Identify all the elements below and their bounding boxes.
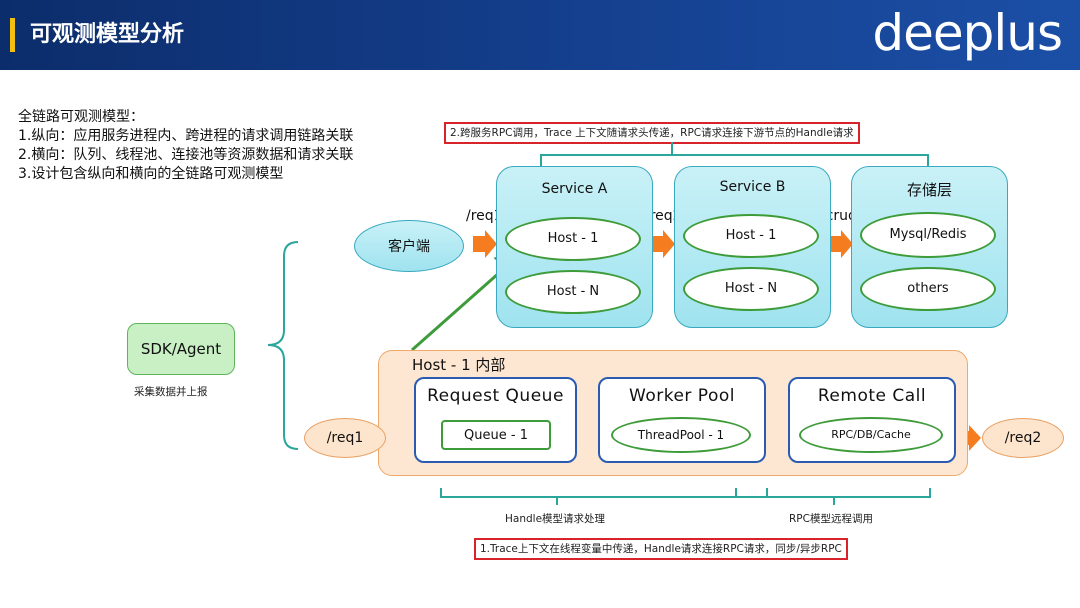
request-queue-block: Request Queue Queue - 1 [414,377,577,463]
page-title: 可观测模型分析 [30,22,185,47]
intro-line-1: 1.纵向：应用服务进程内、跨进程的请求调用链路关联 [18,128,354,144]
intro-text: 全链路可观测模型： 1.纵向：应用服务进程内、跨进程的请求调用链路关联 2.横向… [18,108,353,184]
service-b-host-n: Host - N [683,267,819,311]
handle-brace-label: Handle模型请求处理 [505,513,606,525]
request-queue-title: Request Queue [427,386,564,406]
intro-heading: 全链路可观测模型： [18,109,144,125]
handle-bracket [440,488,768,505]
queue-item: Queue - 1 [441,420,551,450]
top-note: 2.跨服务RPC调用，Trace 上下文随请求头传递，RPC请求连接下游节点的H… [444,122,860,144]
arrow-a-to-b [651,230,675,258]
path-label-req2: /req2 [645,208,682,224]
input-req1-node: /req1 [304,418,386,458]
service-a-host-n: Host - N [505,270,641,314]
service-b-host-1: Host - 1 [683,214,819,258]
service-a-title: Service A [541,181,608,197]
threadpool-item: ThreadPool - 1 [611,417,751,453]
service-b-title: Service B [719,179,786,195]
sdk-agent-node: SDK/Agent [127,323,235,375]
rpc-brace-label: RPC模型远程调用 [789,513,873,525]
storage-mysql-redis: Mysql/Redis [860,212,996,258]
intro-line-2: 2.横向：队列、线程池、连接池等资源数据和请求关联 [18,147,354,163]
left-brace [267,241,299,450]
service-b-box: Service B Host - 1 Host - N [674,166,831,328]
bottom-note: 1.Trace上下文在线程变量中传递，Handle请求连接RPC请求，同步/异步… [474,538,848,560]
storage-title: 存储层 [906,181,952,199]
intro-line-3: 3.设计包含纵向和横向的全链路可观测模型 [18,166,284,182]
storage-others: others [860,267,996,311]
client-node: 客户端 [354,220,464,272]
storage-box: 存储层 Mysql/Redis others [851,166,1008,328]
arrow-b-to-storage [829,230,853,258]
remote-call-block: Remote Call RPC/DB/Cache [788,377,956,463]
service-a-box: Service A Host - 1 Host - N [496,166,653,328]
output-req2-node: /req2 [982,418,1064,458]
arrow-client-to-a [473,230,497,258]
deeplus-logo: deeplus [872,4,1063,62]
remote-call-title: Remote Call [817,386,927,406]
header-bar: 可观测模型分析 deeplus [0,0,1080,70]
worker-pool-block: Worker Pool ThreadPool - 1 [598,377,766,463]
sdk-caption: 采集数据并上报 [134,386,208,398]
rpc-db-cache-item: RPC/DB/Cache [799,417,943,453]
host-detail-title: Host - 1 内部 [412,356,506,374]
worker-pool-title: Worker Pool [629,386,735,406]
top-bracket [540,142,929,166]
path-label-req1: /req1 [466,208,503,224]
header-accent [10,18,15,52]
rpc-bracket [735,488,931,505]
service-a-host-1: Host - 1 [505,217,641,261]
